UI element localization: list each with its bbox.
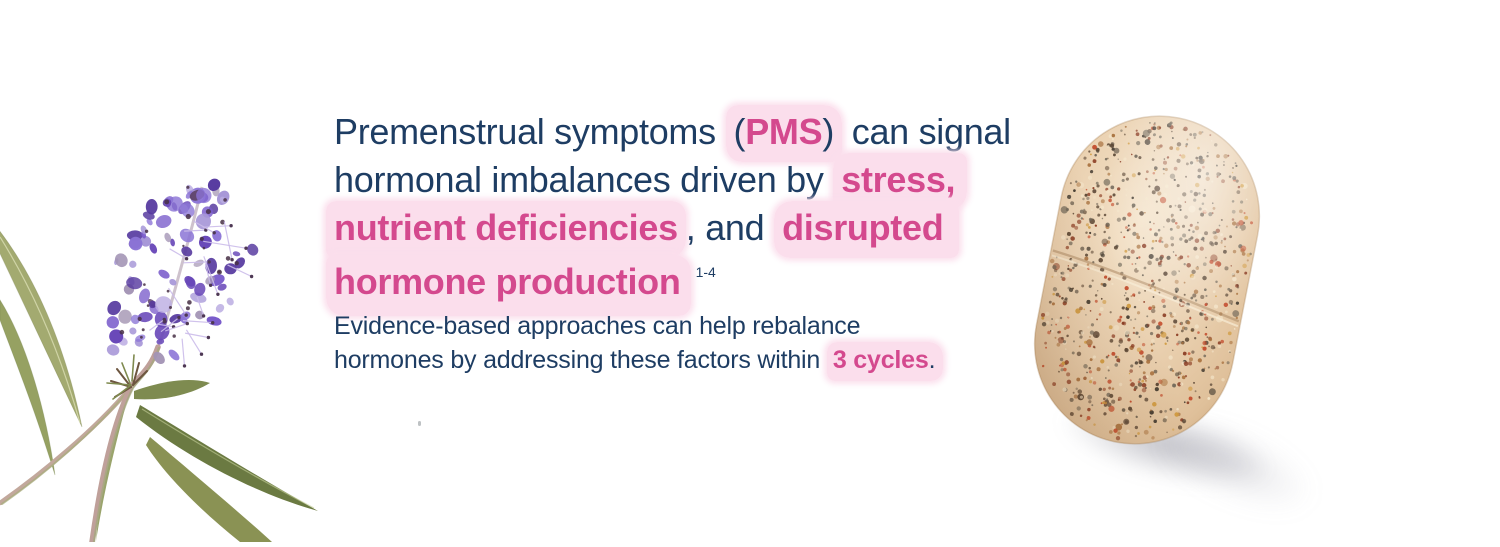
headline: Premenstrual symptoms (PMS) can signal h… bbox=[326, 105, 1064, 316]
headline-block: Premenstrual symptoms (PMS) can signal h… bbox=[326, 105, 1064, 381]
subtext-line2-text: hormones by addressing these factors wit… bbox=[334, 346, 827, 374]
leaf-vein bbox=[141, 408, 315, 509]
headline-line3-mid: , and bbox=[685, 207, 775, 248]
node-leaflets bbox=[106, 354, 135, 400]
nutrient-deficiencies-highlight: nutrient deficiencies bbox=[326, 201, 686, 258]
leaf bbox=[0, 299, 56, 476]
subtext-period: . bbox=[928, 346, 936, 374]
dust-speck bbox=[418, 421, 421, 426]
stem bbox=[92, 346, 161, 544]
flower-illustration bbox=[0, 178, 318, 545]
stress-highlight: stress, bbox=[833, 153, 968, 210]
subtext: Evidence-based approaches can help rebal… bbox=[334, 309, 1064, 381]
headline-line2-text: hormonal imbalances driven by bbox=[334, 159, 834, 200]
three-cycles-highlight: 3 cycles. bbox=[826, 342, 944, 381]
stem bbox=[1, 386, 132, 505]
pms-highlight: (PMS) bbox=[725, 105, 843, 162]
tablet-illustration bbox=[1033, 115, 1261, 445]
hormone-production-highlight: hormone production bbox=[326, 255, 691, 316]
chasteberry-flower-photo bbox=[0, 145, 320, 545]
leaf-vein bbox=[0, 236, 81, 424]
stem bbox=[89, 344, 161, 545]
blossom-cluster bbox=[106, 178, 259, 365]
paren-open: ( bbox=[733, 111, 746, 152]
leaf bbox=[136, 405, 318, 511]
three-cycles-text: 3 cycles bbox=[832, 346, 929, 374]
leaf bbox=[0, 230, 83, 428]
reference-superscript: 1-4 bbox=[695, 264, 716, 280]
headline-line1-end: can signal bbox=[842, 111, 1011, 152]
leaf bbox=[134, 379, 210, 400]
headline-line1-text: Premenstrual symptoms bbox=[334, 111, 726, 152]
disrupted-highlight: disrupted bbox=[774, 201, 960, 258]
tablet-body bbox=[1033, 115, 1261, 445]
pms-acronym: PMS bbox=[745, 111, 823, 152]
leaf bbox=[146, 437, 272, 542]
supplement-tablet-photo bbox=[1022, 95, 1326, 529]
subtext-line1: Evidence-based approaches can help rebal… bbox=[334, 312, 861, 340]
paren-close: ) bbox=[822, 111, 835, 152]
stamen-filaments bbox=[149, 220, 254, 368]
